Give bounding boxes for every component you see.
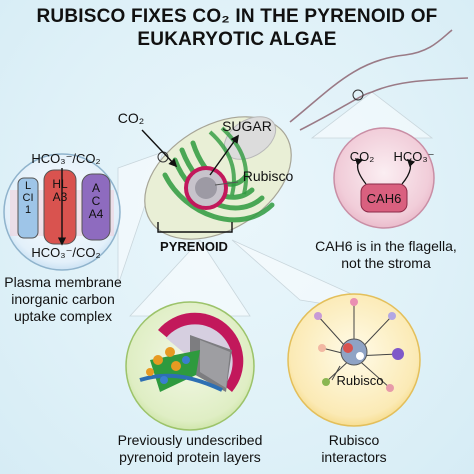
cah6-caption-line1: CAH6 is in the flagella, xyxy=(315,238,457,254)
hla3-label: HLA3 xyxy=(52,177,68,204)
uptake-bottom-label: HCO₃⁻/CO₂ xyxy=(31,245,101,260)
pyrenoid-label: PYRENOID xyxy=(160,239,228,254)
uptake-complex-panel xyxy=(3,153,121,271)
lci1-label: LCI1 xyxy=(22,180,34,216)
pyrenoid-layers-panel xyxy=(125,301,255,431)
rubisco-label: Rubisco xyxy=(242,168,294,184)
cah6-enzyme xyxy=(360,183,408,213)
lci1-protein xyxy=(17,177,39,239)
cah6-panel xyxy=(333,127,435,229)
figure-title-line2: EUKARYOTIC ALGAE xyxy=(137,29,337,50)
layers-caption-line2: pyrenoid protein layers xyxy=(119,449,261,465)
flagella xyxy=(289,29,469,131)
cah6-co2-label: CO₂ xyxy=(349,149,375,164)
aca4-label: ACA4 xyxy=(88,181,104,221)
algal-cell xyxy=(144,89,364,240)
layers-caption-line1: Previously undescribed xyxy=(117,432,263,448)
interactors-caption-line2: interactors xyxy=(321,449,387,465)
uptake-top-label: HCO₃⁻/CO₂ xyxy=(31,151,101,166)
pyrenoid-bracket xyxy=(157,222,233,233)
interactors-caption-line1: Rubisco xyxy=(328,432,380,448)
interactors-center-label: Rubisco xyxy=(336,373,384,388)
uptake-caption-line2: inorganic carbon xyxy=(11,291,115,307)
rubisco-interactors-panel xyxy=(287,293,421,427)
uptake-caption-line3: uptake complex xyxy=(13,308,113,324)
cah6-hco3-label: HCO₃⁻ xyxy=(393,149,435,164)
aca4-protein xyxy=(81,173,111,241)
uptake-caption-line1: Plasma membrane xyxy=(4,274,122,290)
figure-title-line1: RUBISCO FIXES CO₂ IN THE PYRENOID OF xyxy=(36,6,438,27)
cah6-caption-line2: not the stroma xyxy=(341,255,431,271)
co2-label: CO₂ xyxy=(117,110,145,126)
cah6-enzyme-label: CAH6 xyxy=(366,191,402,206)
sugar-label: SUGAR xyxy=(222,118,272,134)
